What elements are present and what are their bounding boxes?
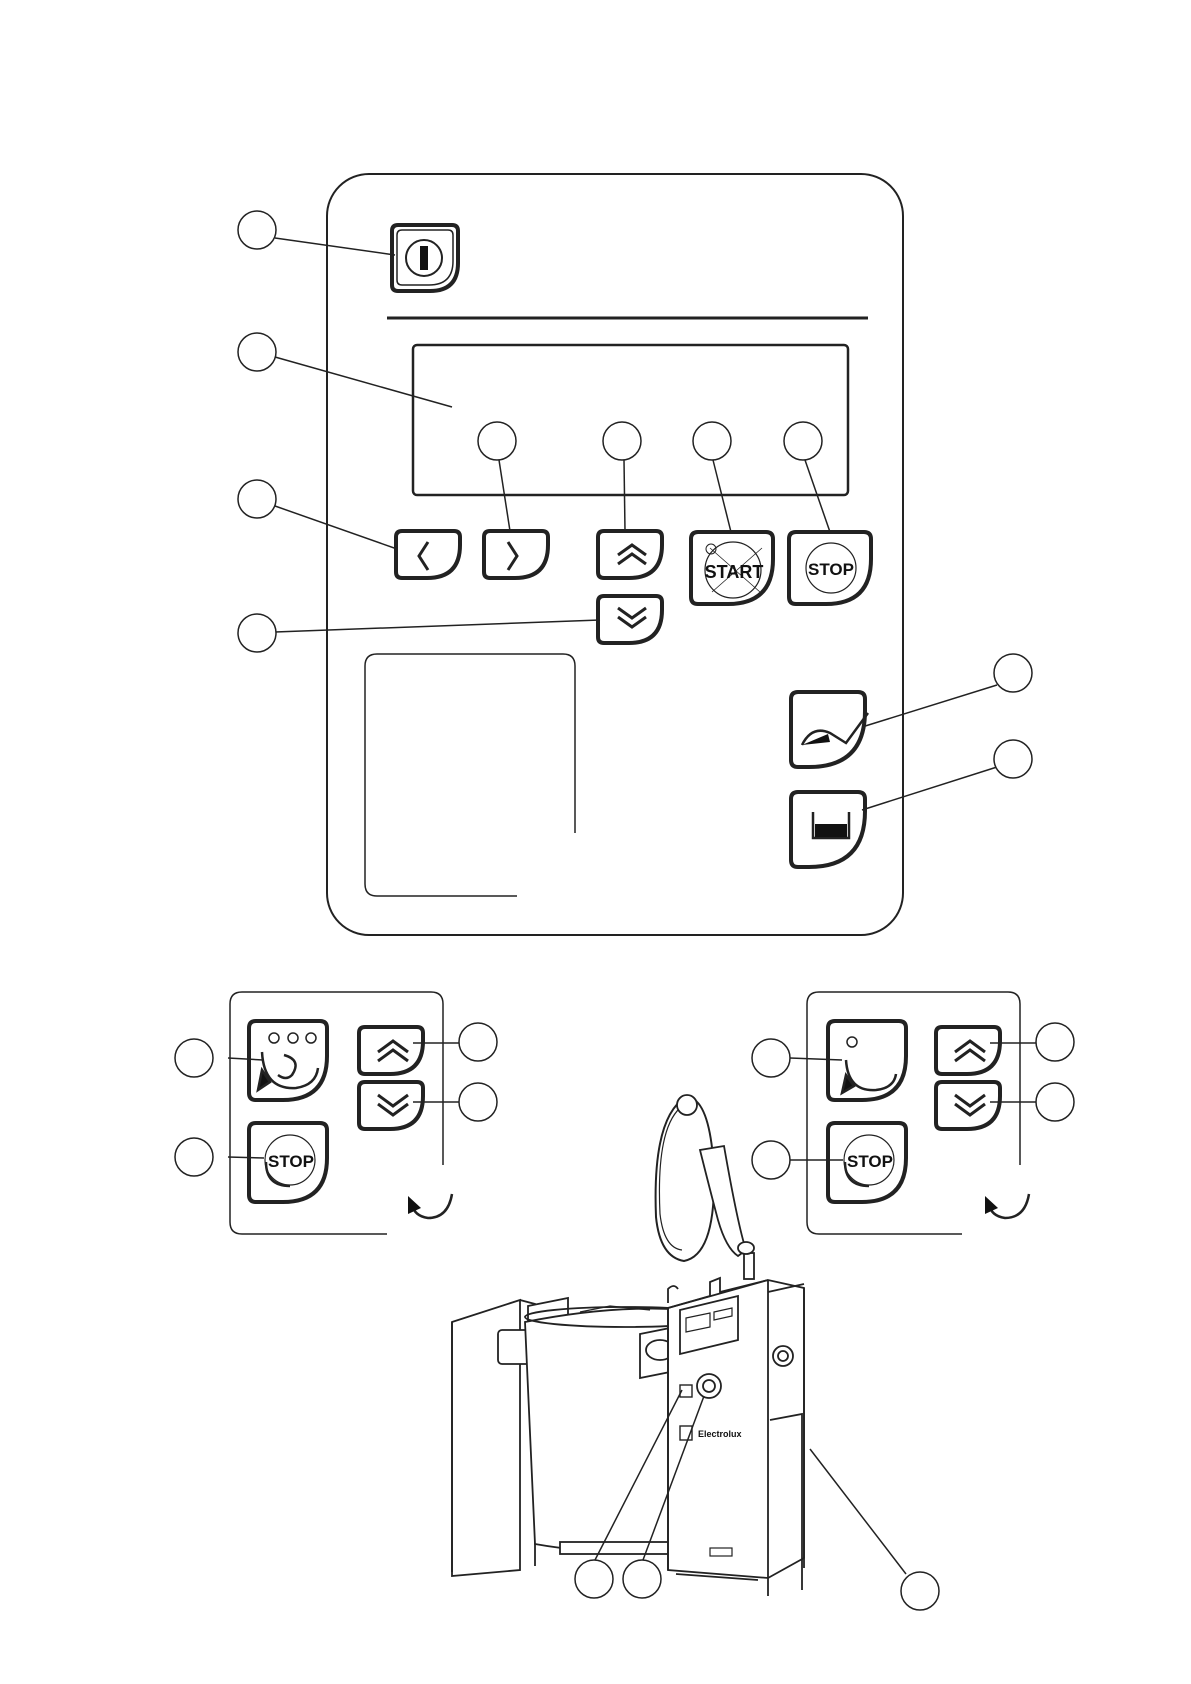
mixer-three-speed-icon — [258, 1033, 318, 1090]
stop-label-left: STOP — [268, 1152, 314, 1171]
power-i-icon — [420, 246, 428, 270]
mixer-one-speed-icon — [842, 1037, 896, 1093]
rotation-arrow-icon-right — [985, 1194, 1029, 1218]
start-button[interactable]: START — [691, 532, 773, 604]
display-window — [413, 345, 848, 495]
down-button[interactable] — [598, 596, 662, 643]
up-button-right[interactable] — [936, 1027, 1000, 1074]
stop-label-right: STOP — [847, 1152, 893, 1171]
down-button-left[interactable] — [359, 1082, 423, 1129]
chevron-double-up-icon — [955, 1041, 985, 1061]
chevron-double-down-icon — [955, 1095, 985, 1115]
chevron-double-up-icon — [618, 545, 646, 564]
chevron-double-down-icon — [618, 608, 646, 627]
stop-button-left[interactable]: STOP — [249, 1123, 327, 1202]
chevron-double-up-icon — [378, 1041, 408, 1061]
left-button[interactable] — [396, 531, 460, 578]
up-button-left[interactable] — [359, 1027, 423, 1074]
main-control-panel: START STOP — [238, 174, 1032, 935]
stop-button-right[interactable]: STOP — [828, 1123, 906, 1202]
left-mixer-panel: STOP — [175, 992, 497, 1234]
stop-button[interactable]: STOP — [789, 532, 871, 604]
main-switch-icon — [697, 1374, 721, 1398]
chevron-right-icon — [508, 542, 517, 570]
stop-label: STOP — [808, 560, 854, 579]
up-button[interactable] — [598, 531, 662, 578]
chevron-double-down-icon — [378, 1095, 408, 1115]
callout-lines — [275, 238, 997, 810]
power-button[interactable] — [392, 225, 458, 291]
tilt-button[interactable] — [791, 692, 868, 767]
rotation-arrow-icon-left — [408, 1194, 452, 1218]
tilting-kettle-illustration: Electrolux — [452, 1095, 906, 1596]
down-button-right[interactable] — [936, 1082, 1000, 1129]
label-area — [365, 654, 575, 896]
chevron-left-icon — [419, 542, 428, 570]
fill-button[interactable] — [791, 792, 865, 867]
kettle-lid — [656, 1095, 754, 1261]
right-mixer-panel: STOP — [752, 992, 1074, 1234]
callout-circles-left-panel — [175, 1023, 497, 1176]
right-button[interactable] — [484, 531, 548, 578]
brand-label: Electrolux — [698, 1429, 742, 1439]
callout-circles-right-panel — [752, 1023, 1074, 1179]
start-label: START — [705, 562, 764, 582]
